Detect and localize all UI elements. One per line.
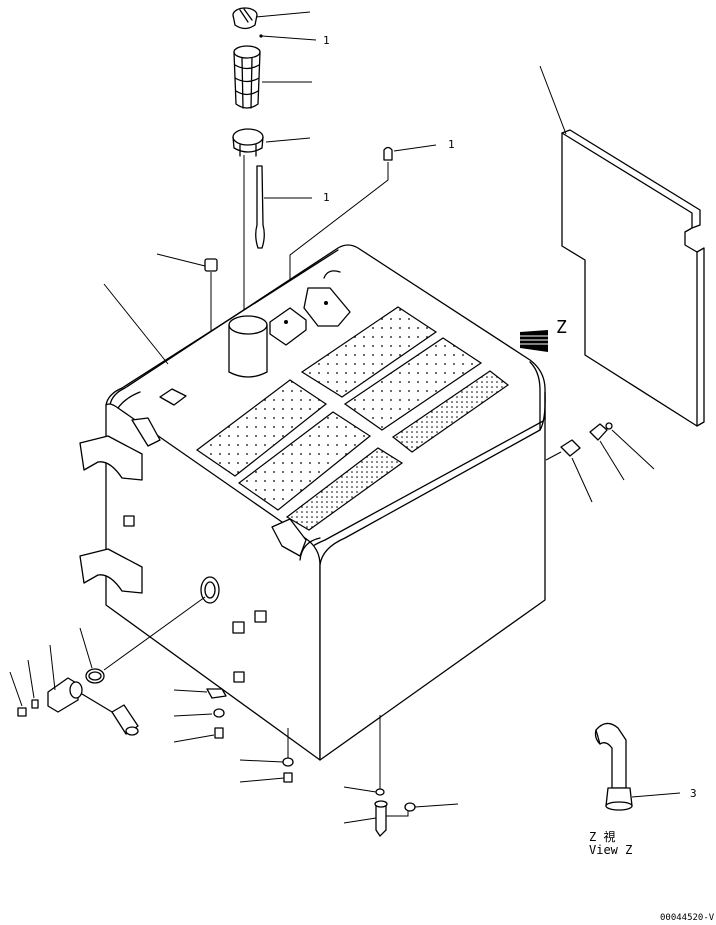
- view-z-label-en: View Z: [589, 843, 632, 857]
- hook-bracket: [303, 270, 351, 327]
- left-brackets: [79, 417, 161, 594]
- lifting-eye: [271, 518, 307, 557]
- top-panels: [195, 306, 510, 531]
- callout-gauge-index: 1: [323, 191, 330, 204]
- mounting-hardware: [173, 688, 227, 743]
- view-z-arrow: [520, 330, 548, 352]
- tank-leaders: [103, 283, 169, 365]
- sender-screws: [9, 644, 56, 717]
- side-clips: [232, 610, 267, 683]
- view-arrow-letter: Z: [556, 317, 567, 338]
- filler-strainer: [233, 45, 261, 109]
- filler-neck: [228, 315, 268, 378]
- top-stack-leaders: [255, 11, 317, 199]
- view-z-label-jp: Z 視: [589, 829, 615, 844]
- side-breather-fitting: [545, 422, 655, 503]
- drain-hardware: [239, 757, 459, 837]
- drawing-number: 00044520-V: [660, 913, 715, 923]
- callout-elbow-index: 3: [690, 787, 697, 800]
- top-clip: [159, 388, 187, 406]
- sender-port: [200, 576, 220, 604]
- level-gauge-stick: [243, 155, 265, 310]
- view-z-detail: [594, 722, 681, 811]
- o-ring: [79, 596, 206, 684]
- breather-bracket: [269, 307, 307, 346]
- level-sender-unit: [47, 677, 139, 736]
- callout-breather-index: 1: [448, 138, 455, 151]
- strainer-guard-ring: [232, 128, 264, 157]
- cover-plate: [539, 65, 705, 427]
- callout-cap-index: 1: [323, 34, 330, 47]
- filler-cap: [232, 7, 258, 30]
